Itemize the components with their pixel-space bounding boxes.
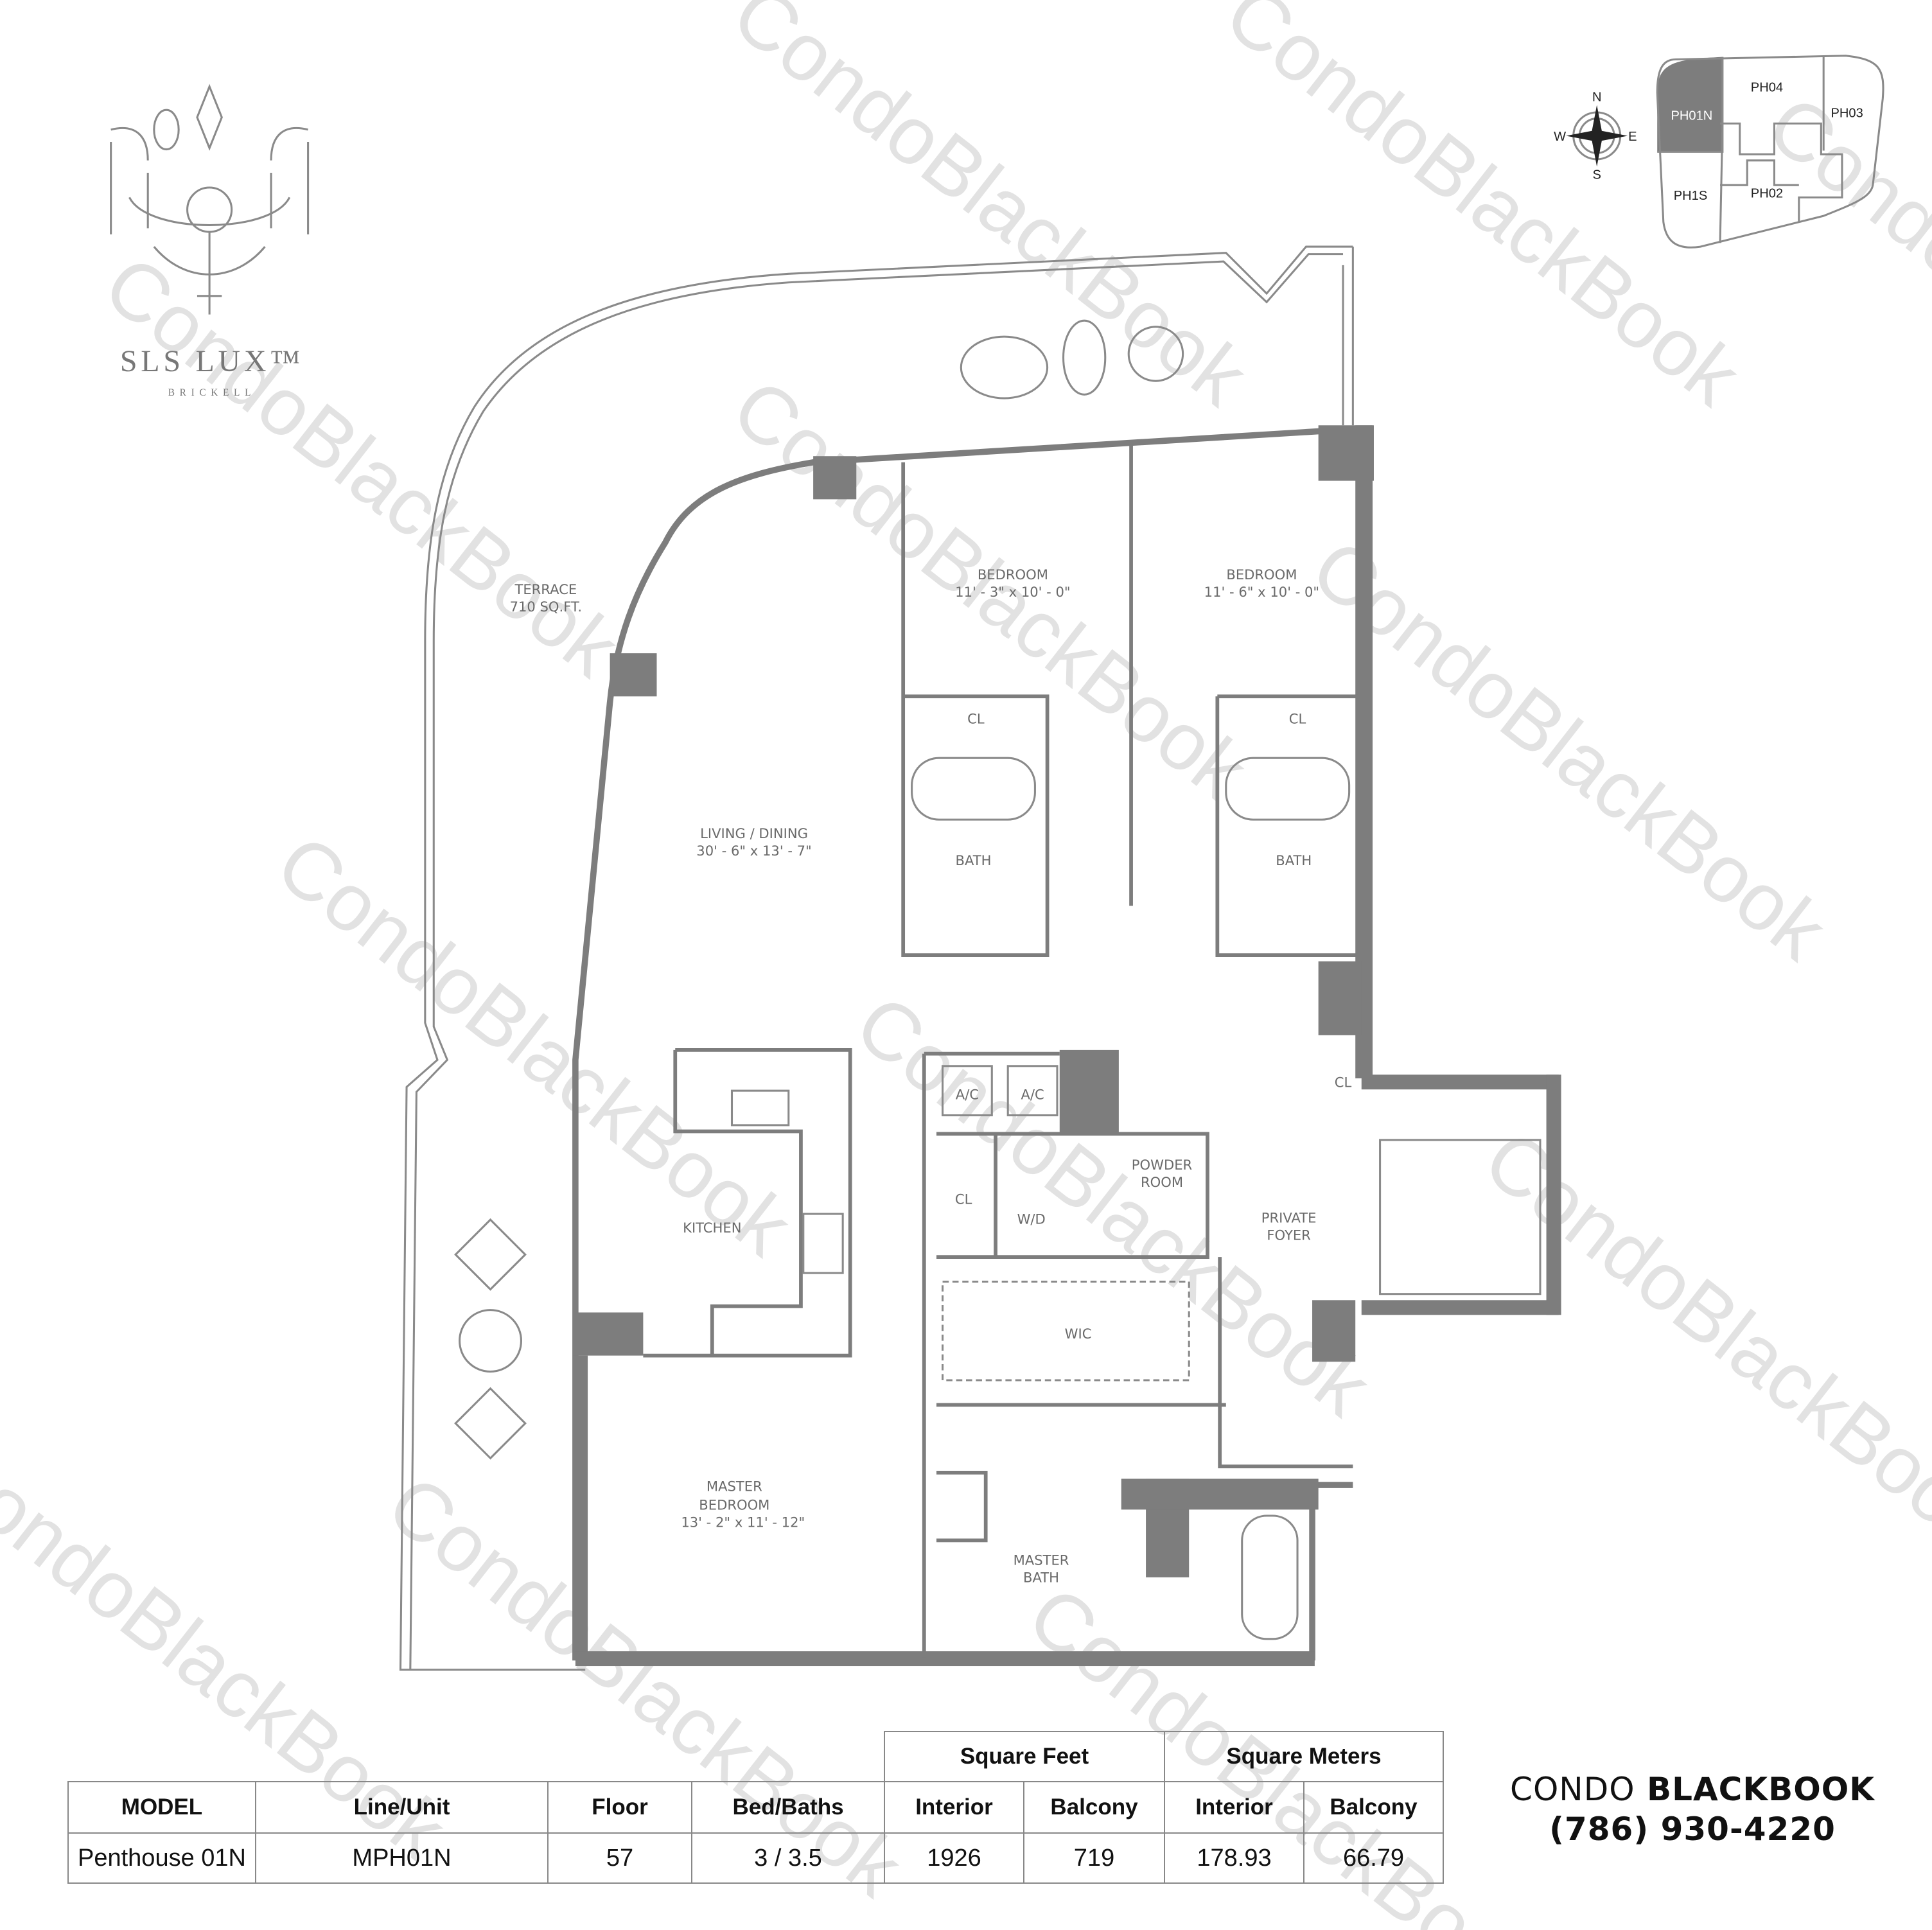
terrace-label: TERRACE <box>514 581 577 597</box>
square-meters-header: Square Meters <box>1164 1731 1444 1782</box>
bath-2-label: BATH <box>1276 852 1312 868</box>
watermark: CondoBlackBook <box>260 817 808 1273</box>
bed-baths-cell: 3 / 3.5 <box>691 1832 885 1884</box>
watermark: CondoBlackBook <box>1752 78 1932 534</box>
washer-dryer-label: W/D <box>1017 1211 1046 1227</box>
master-bedroom-label: MASTER <box>707 1478 762 1495</box>
svg-text:PH02: PH02 <box>1751 186 1783 200</box>
svg-text:PH01N: PH01N <box>1671 109 1712 123</box>
closet-label: CL <box>1335 1074 1352 1090</box>
svg-text:E: E <box>1628 130 1637 144</box>
logo-name: SLS LUX™ <box>120 344 304 378</box>
master-bath-label: BATH <box>1023 1570 1059 1586</box>
wic-label: WIC <box>1065 1326 1092 1342</box>
room-labels: TERRACE 710 SQ.FT. BEDROOM 11' - 3" x 10… <box>510 566 1352 1586</box>
svg-text:S: S <box>1592 168 1601 182</box>
svg-text:PH04: PH04 <box>1751 80 1783 94</box>
bedroom-1-label: BEDROOM <box>978 566 1048 583</box>
ac-label: A/C <box>1021 1087 1044 1103</box>
closet-label: CL <box>955 1191 972 1207</box>
living-dining-size: 30' - 6" x 13' - 7" <box>696 843 811 859</box>
terrace-size: 710 SQ.FT. <box>510 599 583 615</box>
line-unit-header: Line/Unit <box>255 1781 549 1834</box>
watermark: CondoBlackBook <box>88 238 636 694</box>
kitchen-label: KITCHEN <box>683 1220 741 1236</box>
svg-text:N: N <box>1592 91 1602 105</box>
bedroom-1-size: 11' - 3" x 10' - 0" <box>955 584 1070 600</box>
brand-phone: (786) 930-4220 <box>1549 1811 1836 1848</box>
model-header: MODEL <box>67 1781 256 1834</box>
compass: N S E W <box>1554 91 1637 182</box>
square-feet-header: Square Feet <box>884 1731 1165 1782</box>
master-bath-label: MASTER <box>1014 1552 1069 1568</box>
floor-header: Floor <box>547 1781 692 1834</box>
bedroom-2-size: 11' - 6" x 10' - 0" <box>1204 584 1319 600</box>
private-foyer-label: FOYER <box>1267 1227 1311 1243</box>
key-plan: PH01N PH04 PH03 PH1S PH02 <box>1656 55 1884 249</box>
floor-cell: 57 <box>547 1832 692 1884</box>
sqft-balcony-cell: 719 <box>1023 1832 1165 1884</box>
line-unit-cell: MPH01N <box>255 1832 549 1884</box>
brand-name-light: CONDO <box>1510 1771 1635 1808</box>
master-bedroom-size: 13' - 2" x 11' - 12" <box>681 1514 805 1530</box>
key-unit-ph01n <box>1657 57 1723 152</box>
master-bedroom-label: BEDROOM <box>699 1496 769 1513</box>
watermark: CondoBlackBook <box>1295 521 1843 977</box>
sqft-balcony-header: Balcony <box>1023 1781 1165 1834</box>
bedroom-2-label: BEDROOM <box>1226 566 1297 583</box>
powder-room-label: ROOM <box>1141 1174 1183 1190</box>
sqft-interior-cell: 1926 <box>884 1832 1024 1884</box>
svg-text:W: W <box>1554 130 1566 144</box>
living-dining-label: LIVING / DINING <box>700 825 808 841</box>
model-cell: Penthouse 01N <box>67 1832 256 1884</box>
table-row: Penthouse 01N MPH01N 57 3 / 3.5 1926 719… <box>67 1832 1444 1884</box>
unit-walls <box>454 319 1561 1667</box>
sqm-balcony-header: Balcony <box>1303 1781 1444 1834</box>
bed-baths-header: Bed/Baths <box>691 1781 885 1834</box>
bath-1-label: BATH <box>956 852 992 868</box>
terrace-outline <box>399 245 1354 1671</box>
sqm-interior-header: Interior <box>1164 1781 1304 1834</box>
sls-lux-logo: SLS LUX™ BRICKELL <box>110 83 310 398</box>
svg-text:PH03: PH03 <box>1831 107 1863 121</box>
watermark: CondoBlackBook <box>839 977 1387 1433</box>
sqm-interior-cell: 178.93 <box>1164 1832 1304 1884</box>
unit-spec-table: Square Feet Square Meters MODEL Line/Uni… <box>67 1731 1444 1884</box>
private-foyer-label: PRIVATE <box>1261 1209 1317 1225</box>
sqm-balcony-cell: 66.79 <box>1303 1832 1444 1884</box>
powder-room-label: POWDER <box>1132 1157 1193 1173</box>
chandelier-icon <box>110 83 310 315</box>
sqft-interior-header: Interior <box>884 1781 1024 1834</box>
svg-text:PH1S: PH1S <box>1674 189 1708 203</box>
brand-name-bold: BLACKBOOK <box>1646 1771 1875 1808</box>
closet-label: CL <box>1289 711 1306 727</box>
condo-blackbook-brand: CONDO BLACKBOOK (786) 930-4220 <box>1471 1769 1914 1849</box>
closet-label: CL <box>967 711 985 727</box>
ac-label: A/C <box>956 1087 979 1103</box>
watermark: CondoBlackBook <box>1468 1112 1932 1568</box>
logo-sub: BRICKELL <box>168 387 256 398</box>
